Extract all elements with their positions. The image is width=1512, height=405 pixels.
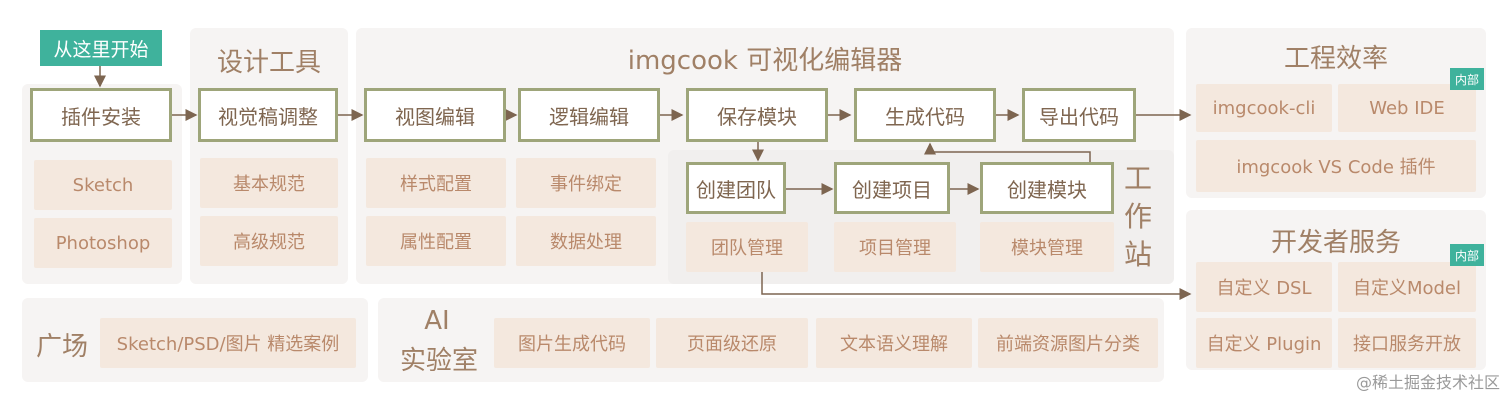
flow-generate-code: 生成代码 xyxy=(854,88,996,142)
flow-export-code: 导出代码 xyxy=(1022,88,1136,142)
ai-lab-title-1: AI xyxy=(424,306,450,336)
ai-page-restore: 页面级还原 xyxy=(656,318,808,368)
workstation-char-3: 站 xyxy=(1123,238,1152,271)
sketch-item: Sketch xyxy=(34,160,172,210)
event-bind-item: 事件绑定 xyxy=(516,158,656,208)
ai-image-to-code: 图片生成代码 xyxy=(494,318,650,368)
imgcook-cli-item: imgcook-cli xyxy=(1196,84,1332,132)
flow-logic-edit: 逻辑编辑 xyxy=(518,88,660,142)
ai-image-classify: 前端资源图片分类 xyxy=(978,318,1158,368)
flow-create-project: 创建项目 xyxy=(834,162,950,214)
style-config-item: 样式配置 xyxy=(366,158,506,208)
plaza-title: 广场 xyxy=(35,332,88,362)
flow-create-module: 创建模块 xyxy=(980,162,1114,214)
flow-design-adjust: 视觉稿调整 xyxy=(198,88,338,142)
dev-services-title: 开发者服务 xyxy=(1270,228,1401,258)
internal-tag-efficiency: 内部 xyxy=(1450,68,1484,90)
custom-plugin-item: 自定义 Plugin xyxy=(1196,318,1332,368)
data-process-item: 数据处理 xyxy=(516,216,656,266)
efficiency-title: 工程效率 xyxy=(1283,44,1388,74)
project-manage-item: 项目管理 xyxy=(834,222,956,272)
advanced-spec-item: 高级规范 xyxy=(200,216,338,266)
ai-text-semantic: 文本语义理解 xyxy=(816,318,972,368)
internal-tag-dev: 内部 xyxy=(1450,244,1484,266)
editor-title: imgcook 可视化编辑器 xyxy=(627,46,903,76)
plaza-cases-item: Sketch/PSD/图片 精选案例 xyxy=(100,318,356,368)
attr-config-item: 属性配置 xyxy=(366,216,506,266)
flow-view-edit: 视图编辑 xyxy=(364,88,506,142)
photoshop-item: Photoshop xyxy=(34,218,172,268)
flow-plugin-install: 插件安装 xyxy=(30,88,172,142)
flow-create-team: 创建团队 xyxy=(686,162,786,214)
custom-dsl-item: 自定义 DSL xyxy=(1196,262,1332,312)
workstation-char-2: 作 xyxy=(1123,200,1152,233)
team-manage-item: 团队管理 xyxy=(686,222,808,272)
module-manage-item: 模块管理 xyxy=(980,222,1114,272)
basic-spec-item: 基本规范 xyxy=(200,158,338,208)
ai-lab-title-2: 实验室 xyxy=(399,346,478,376)
custom-model-item: 自定义Model xyxy=(1338,262,1476,312)
vscode-plugin-item: imgcook VS Code 插件 xyxy=(1196,140,1476,192)
api-open-item: 接口服务开放 xyxy=(1338,318,1476,368)
watermark: @稀土掘金技术社区 xyxy=(1355,373,1500,392)
workstation-title: 工 作 站 xyxy=(1118,160,1158,274)
start-label: 从这里开始 xyxy=(40,30,162,66)
flow-save-module: 保存模块 xyxy=(686,88,828,142)
workstation-char-1: 工 xyxy=(1123,162,1152,195)
web-ide-item: Web IDE xyxy=(1338,84,1476,132)
design-tools-title: 设计工具 xyxy=(216,48,321,78)
